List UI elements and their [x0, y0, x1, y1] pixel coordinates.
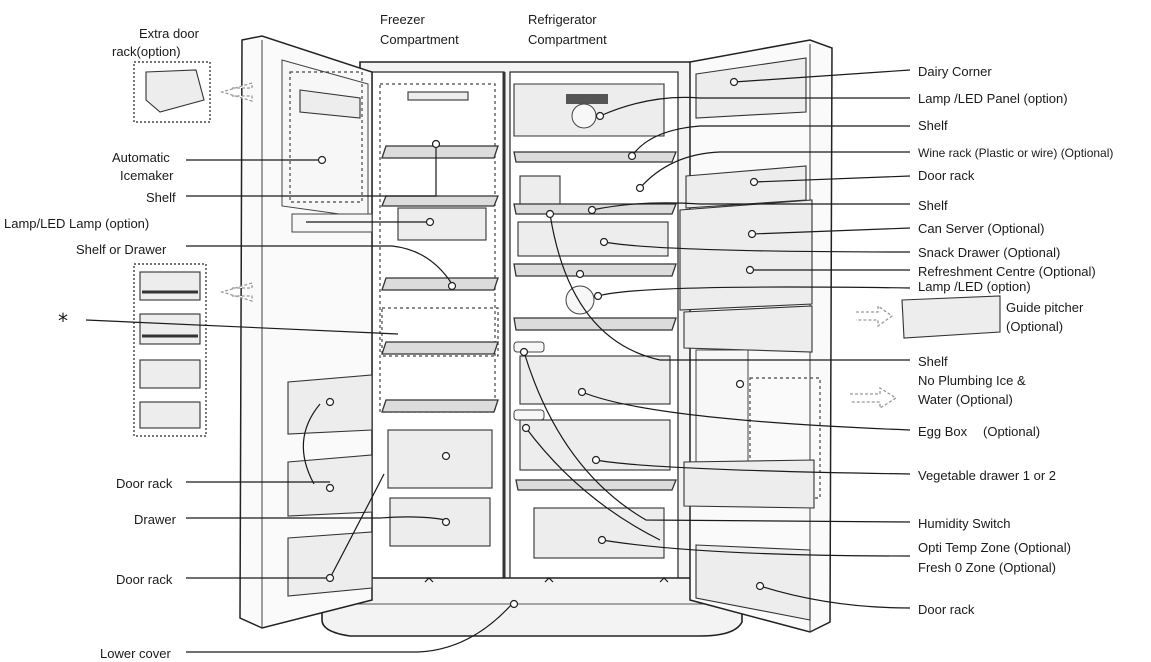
label-shelf-left: Shelf — [146, 190, 176, 205]
refrigerator-interior — [513, 83, 677, 559]
callout-dots — [317, 77, 765, 609]
label-shelf-r2: Shelf — [918, 198, 948, 213]
freezer-title: Freezer — [380, 12, 425, 27]
refrigerator-door — [679, 39, 833, 633]
freezer-title-2: Compartment — [380, 32, 459, 47]
label-no-plumbing-2: Water (Optional) — [918, 392, 1013, 407]
label-shelf-r3: Shelf — [918, 354, 948, 369]
labels: Freezer Compartment Refrigerator Compart… — [4, 12, 1113, 661]
label-fresh-zone: Fresh 0 Zone (Optional) — [918, 560, 1056, 575]
leader-lines-right — [523, 69, 911, 609]
label-lamp-led-option: Lamp /LED (option) — [918, 279, 1031, 294]
label-wine-rack: Wine rack (Plastic or wire) (Optional) — [918, 146, 1113, 160]
fridge-title-2: Compartment — [528, 32, 607, 47]
label-humidity-switch: Humidity Switch — [918, 516, 1010, 531]
label-egg-box: Egg Box — [918, 424, 968, 439]
leader-lines-left — [85, 144, 513, 653]
label-dairy-corner: Dairy Corner — [918, 64, 992, 79]
freezer-interior — [381, 91, 499, 547]
label-icemaker-2: Icemaker — [120, 168, 174, 183]
label-drawer-left: Drawer — [134, 512, 177, 527]
label-door-rack-r2: Door rack — [918, 602, 975, 617]
label-guide-pitcher: Guide pitcher — [1006, 300, 1084, 315]
label-door-rack-r1: Door rack — [918, 168, 975, 183]
label-no-plumbing: No Plumbing Ice & — [918, 373, 1026, 388]
freezer-door — [239, 35, 373, 629]
label-refreshment-centre: Refreshment Centre (Optional) — [918, 264, 1096, 279]
extra-door-rack-inset — [133, 61, 253, 123]
label-opti-temp: Opti Temp Zone (Optional) — [918, 540, 1071, 555]
label-snack-drawer: Snack Drawer (Optional) — [918, 245, 1060, 260]
label-lower-cover: Lower cover — [100, 646, 171, 661]
label-door-rack-left-1: Door rack — [116, 476, 173, 491]
label-egg-box-optional: (Optional) — [983, 424, 1040, 439]
label-guide-pitcher-2: (Optional) — [1006, 319, 1063, 334]
label-icemaker: Automatic — [112, 150, 170, 165]
label-shelf-r1: Shelf — [918, 118, 948, 133]
label-extra-rack: Extra door — [139, 26, 200, 41]
label-lamp-left: Lamp/LED Lamp (option) — [4, 216, 149, 231]
label-asterisk: * — [58, 309, 68, 333]
label-shelf-or-drawer: Shelf or Drawer — [76, 242, 167, 257]
label-extra-rack-2: rack(option) — [112, 44, 181, 59]
fridge-title: Refrigerator — [528, 12, 597, 27]
label-door-rack-left-2: Door rack — [116, 572, 173, 587]
guide-pitcher-inset — [850, 295, 1001, 410]
label-vegetable-drawer: Vegetable drawer 1 or 2 — [918, 468, 1056, 483]
label-lamp-panel: Lamp /LED Panel (option) — [918, 91, 1068, 106]
shelf-drawer-inset — [133, 263, 253, 437]
label-can-server: Can Server (Optional) — [918, 221, 1044, 236]
